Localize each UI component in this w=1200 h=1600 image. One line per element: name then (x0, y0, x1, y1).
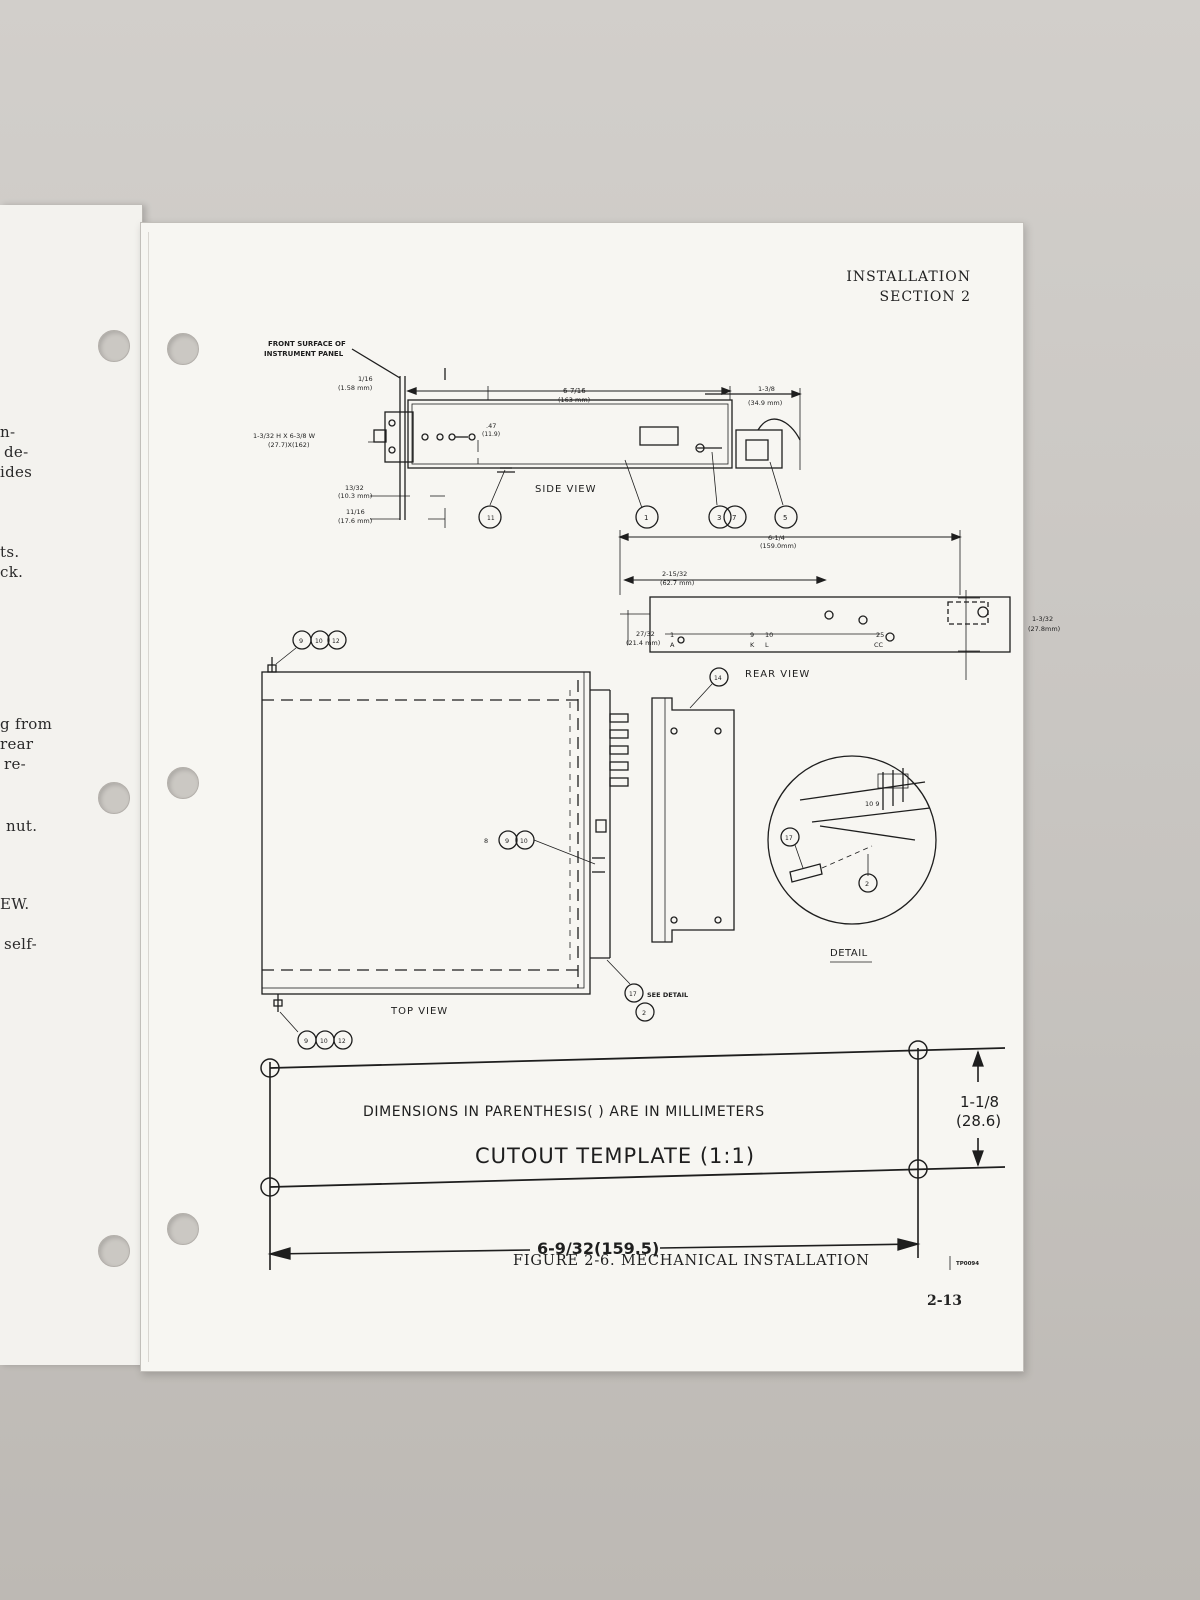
dim-13-32-mm: (10.3 mm) (338, 492, 372, 500)
template-title: CUTOUT TEMPLATE (1:1) (475, 1144, 755, 1168)
binder-hole (167, 1213, 199, 1245)
left-page-text: ides (0, 463, 33, 481)
dim-6-1-4: 6-1/4 (768, 534, 785, 542)
dim-1-3-8-mm: (34.9 mm) (748, 399, 782, 407)
callout-12: 12 (332, 638, 340, 645)
dim-11-16: 11/16 (346, 508, 365, 516)
dim-2-15-32: 2-15/32 (662, 570, 687, 578)
left-page-text: nut. (6, 817, 38, 835)
callout-7: 7 (732, 514, 736, 522)
binder-hole (167, 767, 199, 799)
drawing-labels: FRONT SURFACE OF INSTRUMENT PANEL 1/16 (… (253, 340, 1060, 1267)
pin-label: A (670, 641, 675, 649)
callout-10: 10 (315, 638, 323, 645)
dim-1-3-8: 1-3/8 (758, 385, 775, 393)
left-page-text: ck. (0, 563, 24, 581)
binder-hole (98, 330, 130, 362)
dim-1-3-32-mm: (27.8mm) (1028, 625, 1060, 633)
template-height-mm: (28.6) (956, 1112, 1001, 1130)
header-section: SECTION 2 (879, 289, 971, 305)
dim-6-1-4-mm: (159.0mm) (760, 542, 796, 550)
pin-label: CC (874, 641, 884, 649)
dim-47-mm: (11.9) (482, 431, 500, 438)
left-page-text: rear (0, 735, 34, 753)
binder-hole (167, 333, 199, 365)
callout-5: 5 (783, 514, 787, 522)
pin-label: 25 (876, 631, 884, 639)
dim-11-16-mm: (17.6 mm) (338, 517, 372, 525)
figure-caption: FIGURE 2-6. MECHANICAL INSTALLATION (513, 1253, 870, 1269)
pin-label: 10 (765, 631, 773, 639)
label-rear-view: REAR VIEW (745, 669, 810, 680)
binder-hole (98, 1235, 130, 1267)
left-page-text: n- (0, 423, 16, 441)
callout-9: 9 (304, 1037, 308, 1045)
pin-label: K (750, 641, 755, 649)
callout-17: 17 (785, 835, 793, 842)
label-instrument-panel: INSTRUMENT PANEL (264, 350, 344, 358)
detail-pin-labels: 10 9 (865, 800, 879, 808)
template-note: DIMENSIONS IN PARENTHESIS( ) ARE IN MILL… (363, 1104, 765, 1120)
pin-label: 1 (670, 631, 674, 639)
callout-8: 8 (484, 837, 488, 845)
manual-page: INSTALLATION SECTION 2 FIGURE 2-6. MECHA… (140, 222, 1024, 1372)
callout-9: 9 (299, 637, 303, 645)
callout-17: 17 (629, 991, 637, 998)
binder-hole (98, 782, 130, 814)
label-detail: DETAIL (830, 948, 868, 959)
drawing-code: TP0094 (956, 1261, 979, 1267)
callout-10: 10 (320, 1038, 328, 1045)
callout-14: 14 (714, 675, 722, 682)
pin-label: 9 (750, 631, 754, 639)
dim-1-16: 1/16 (358, 375, 373, 383)
connector-view (651, 667, 735, 943)
top-view (261, 630, 655, 1050)
dim-2-15-32-mm: (62.7 mm) (660, 579, 694, 587)
cutout-template (260, 1040, 1006, 1270)
left-page-text: g from (0, 715, 53, 733)
callout-9: 9 (505, 837, 509, 845)
label-top-view: TOP VIEW (390, 1006, 448, 1017)
dim-1-16-mm: (1.58 mm) (338, 384, 372, 392)
template-height: 1-1/8 (960, 1093, 999, 1111)
rear-view (618, 530, 1011, 680)
page-number: 2-13 (927, 1293, 963, 1309)
dim-13-32: 13/32 (345, 484, 364, 492)
callout-12: 12 (338, 1038, 346, 1045)
section-header: INSTALLATION SECTION 2 (771, 269, 971, 309)
callout-3: 3 (717, 514, 721, 522)
side-view (351, 348, 802, 529)
left-page-text: re- (4, 755, 27, 773)
left-page-text: self- (4, 935, 37, 953)
dim-47: .47 (486, 422, 496, 430)
left-page-text: ts. (0, 543, 20, 561)
callout-2: 2 (642, 1009, 646, 1017)
label-front-surface: FRONT SURFACE OF (268, 340, 346, 348)
page-stack-edge (148, 232, 163, 1362)
dim-panel-hole-mm: (27.7)X(162) (268, 441, 309, 449)
callout-2: 2 (865, 880, 869, 888)
dim-27-32: 27/32 (636, 630, 655, 638)
detail-view (767, 755, 937, 963)
left-page-text: EW. (0, 895, 30, 913)
dim-27-32-mm: (21.4 mm) (626, 639, 660, 647)
dim-1-3-32: 1-3/32 (1032, 615, 1053, 623)
dim-6-7-16: 6-7/16 (563, 387, 586, 395)
callout-1: 1 (644, 514, 648, 522)
dim-panel-hole: 1-3/32 H X 6-3/8 W (253, 432, 316, 440)
header-installation: INSTALLATION (846, 269, 971, 285)
callout-10: 10 (520, 838, 528, 845)
label-see-detail: SEE DETAIL (647, 991, 688, 999)
pin-label: L (765, 641, 769, 649)
label-side-view: SIDE VIEW (535, 484, 597, 495)
dim-6-7-16-mm: (163 mm) (558, 396, 590, 404)
template-width: 6-9/32(159.5) (537, 1239, 659, 1258)
left-page-text: de- (4, 443, 29, 461)
callout-11: 11 (487, 515, 495, 522)
